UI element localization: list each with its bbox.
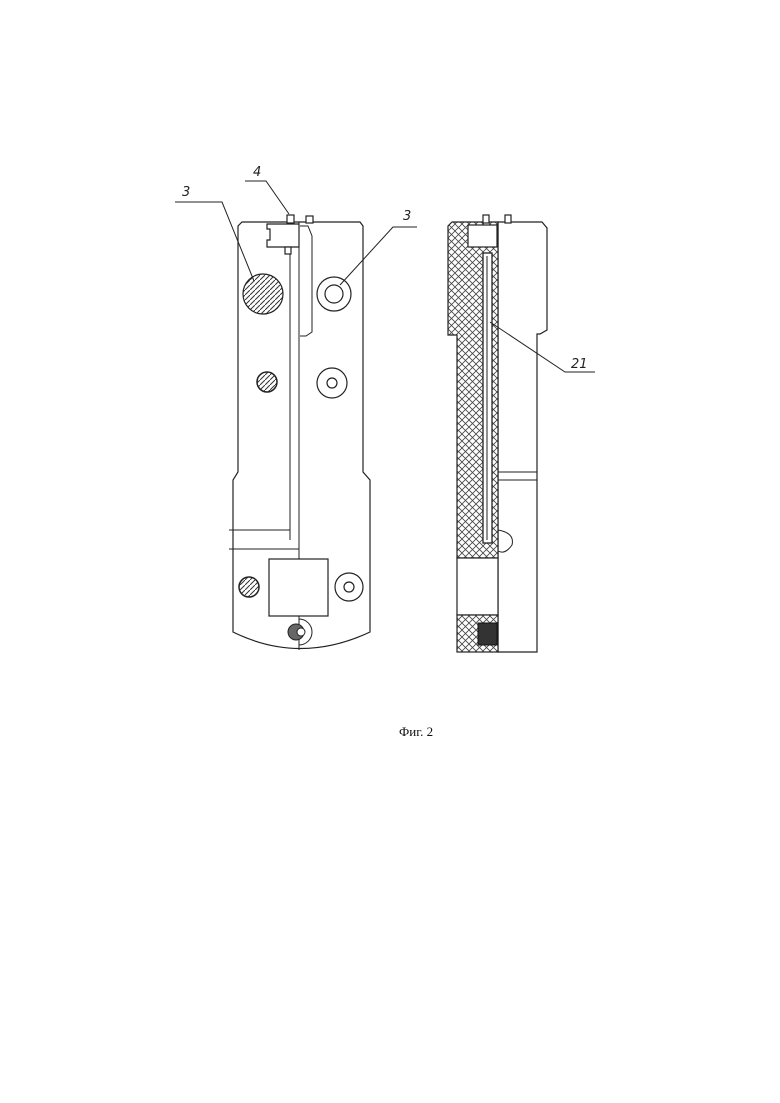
side-view [448, 215, 547, 652]
label-3-left: 3 [182, 185, 190, 200]
bolt-3-left [243, 274, 283, 314]
label-21: 21 [571, 357, 588, 372]
figure-caption: Фиг. 2 [399, 724, 433, 740]
front-view [229, 215, 370, 650]
label-4: 4 [253, 165, 261, 180]
label-3-right: 3 [403, 209, 411, 224]
